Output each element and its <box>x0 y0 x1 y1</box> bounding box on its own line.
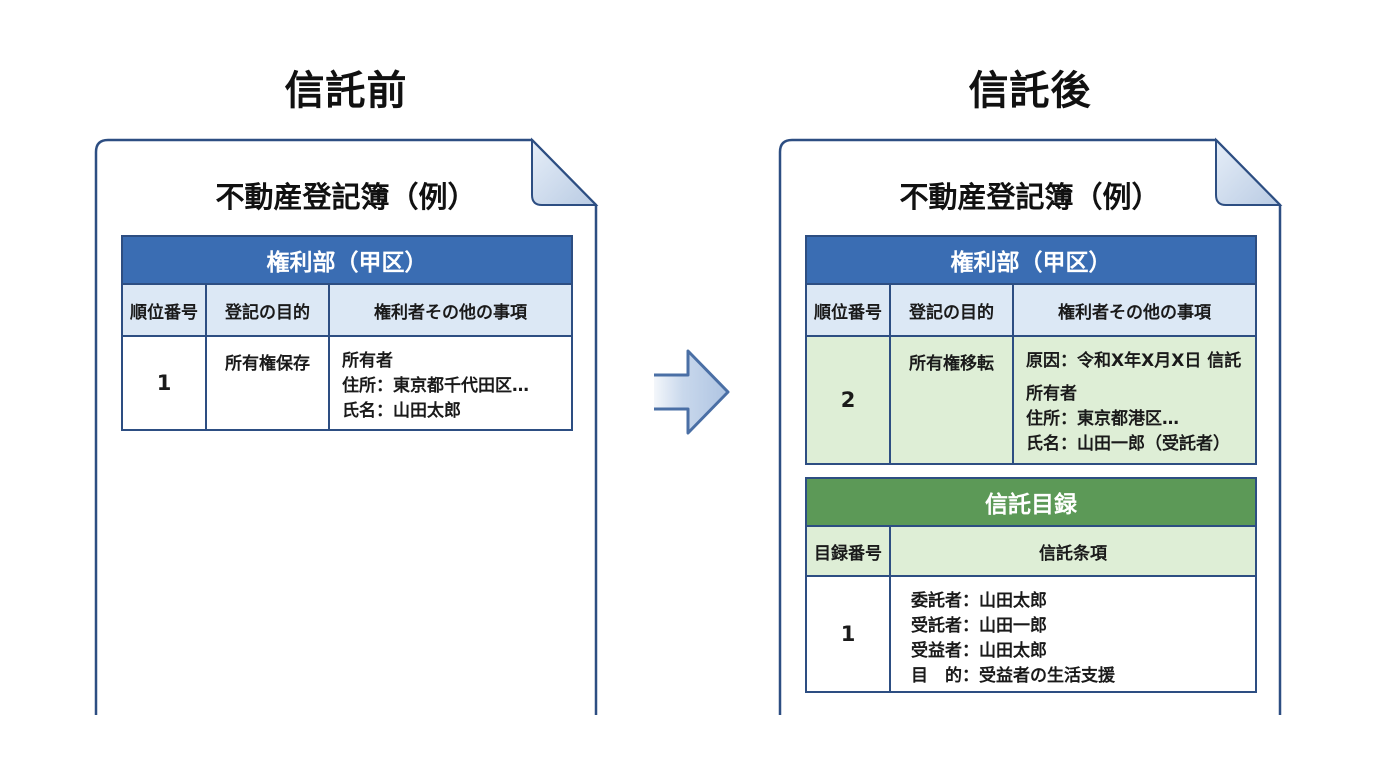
rank-number: 2 <box>805 335 891 465</box>
detail-line: 氏名：山田一郎（受託者） <box>1026 434 1230 454</box>
trust-catalog-header: 信託目録 <box>805 477 1257 527</box>
table-row: 1 委託者：山田太郎 受託者：山田一郎 受益者：山田太郎 目 的：受益者の生活支… <box>805 575 1257 693</box>
col-header-details: 権利者その他の事項 <box>1011 283 1258 337</box>
holder-details: 原因：令和X年X月X日 信託 所有者 住所：東京都港区… 氏名：山田一郎（受託者… <box>1011 335 1258 465</box>
rights-table-after: 権利部（甲区） 順位番号 登記の目的 権利者その他の事項 2 所有権移転 原因：… <box>804 235 1258 465</box>
trust-term-line: 委託者：山田太郎 <box>911 591 1047 611</box>
doc-title-before: 不動産登記簿（例） <box>215 180 477 214</box>
trust-term-line: 目 的：受益者の生活支援 <box>911 666 1115 686</box>
trust-terms: 委託者：山田太郎 受託者：山田一郎 受益者：山田太郎 目 的：受益者の生活支援 <box>889 575 1257 693</box>
col-header-purpose: 登記の目的 <box>205 283 330 337</box>
trust-term-line: 受託者：山田一郎 <box>911 616 1047 636</box>
page-fold-after <box>1215 137 1283 206</box>
detail-line: 住所：東京都港区… <box>1026 409 1179 429</box>
trust-term-line: 受益者：山田太郎 <box>911 641 1047 661</box>
cause-line: 原因：令和X年X月X日 信託 <box>1026 351 1242 371</box>
table-row: 1 所有権保存 所有者 住所：東京都千代田区… 氏名：山田太郎 <box>121 335 574 431</box>
col-header-rank: 順位番号 <box>805 283 891 337</box>
col-header-rank: 順位番号 <box>121 283 207 337</box>
detail-line: 氏名：山田太郎 <box>342 401 461 421</box>
registration-purpose: 所有権移転 <box>889 335 1014 465</box>
detail-line: 住所：東京都千代田区… <box>342 376 529 396</box>
trust-catalog-table: 信託目録 目録番号 信託条項 1 委託者：山田太郎 受託者：山田一郎 受益者：山… <box>805 477 1257 693</box>
heading-after: 信託後 <box>968 68 1092 114</box>
page-fold-before <box>531 137 599 206</box>
right-arrow-icon <box>640 349 730 435</box>
doc-title-after: 不動産登記簿（例） <box>899 180 1161 214</box>
section-header-before: 権利部（甲区） <box>120 235 574 285</box>
catalog-number: 1 <box>805 575 891 693</box>
rights-table-before: 権利部（甲区） 順位番号 登記の目的 権利者その他の事項 1 所有権保存 所有者… <box>120 235 574 431</box>
section-header-after: 権利部（甲区） <box>804 235 1258 285</box>
rank-number: 1 <box>121 335 207 431</box>
detail-line: 所有者 <box>342 351 393 371</box>
col-header-purpose: 登記の目的 <box>889 283 1014 337</box>
detail-line: 所有者 <box>1026 384 1077 404</box>
col-header-catalog-number: 目録番号 <box>805 525 891 577</box>
holder-details: 所有者 住所：東京都千代田区… 氏名：山田太郎 <box>327 335 574 431</box>
col-header-details: 権利者その他の事項 <box>327 283 574 337</box>
registration-purpose: 所有権保存 <box>205 335 330 431</box>
heading-before: 信託前 <box>284 68 408 114</box>
table-row: 2 所有権移転 原因：令和X年X月X日 信託 所有者 住所：東京都港区… 氏名：… <box>805 335 1258 465</box>
col-header-trust-terms: 信託条項 <box>889 525 1257 577</box>
